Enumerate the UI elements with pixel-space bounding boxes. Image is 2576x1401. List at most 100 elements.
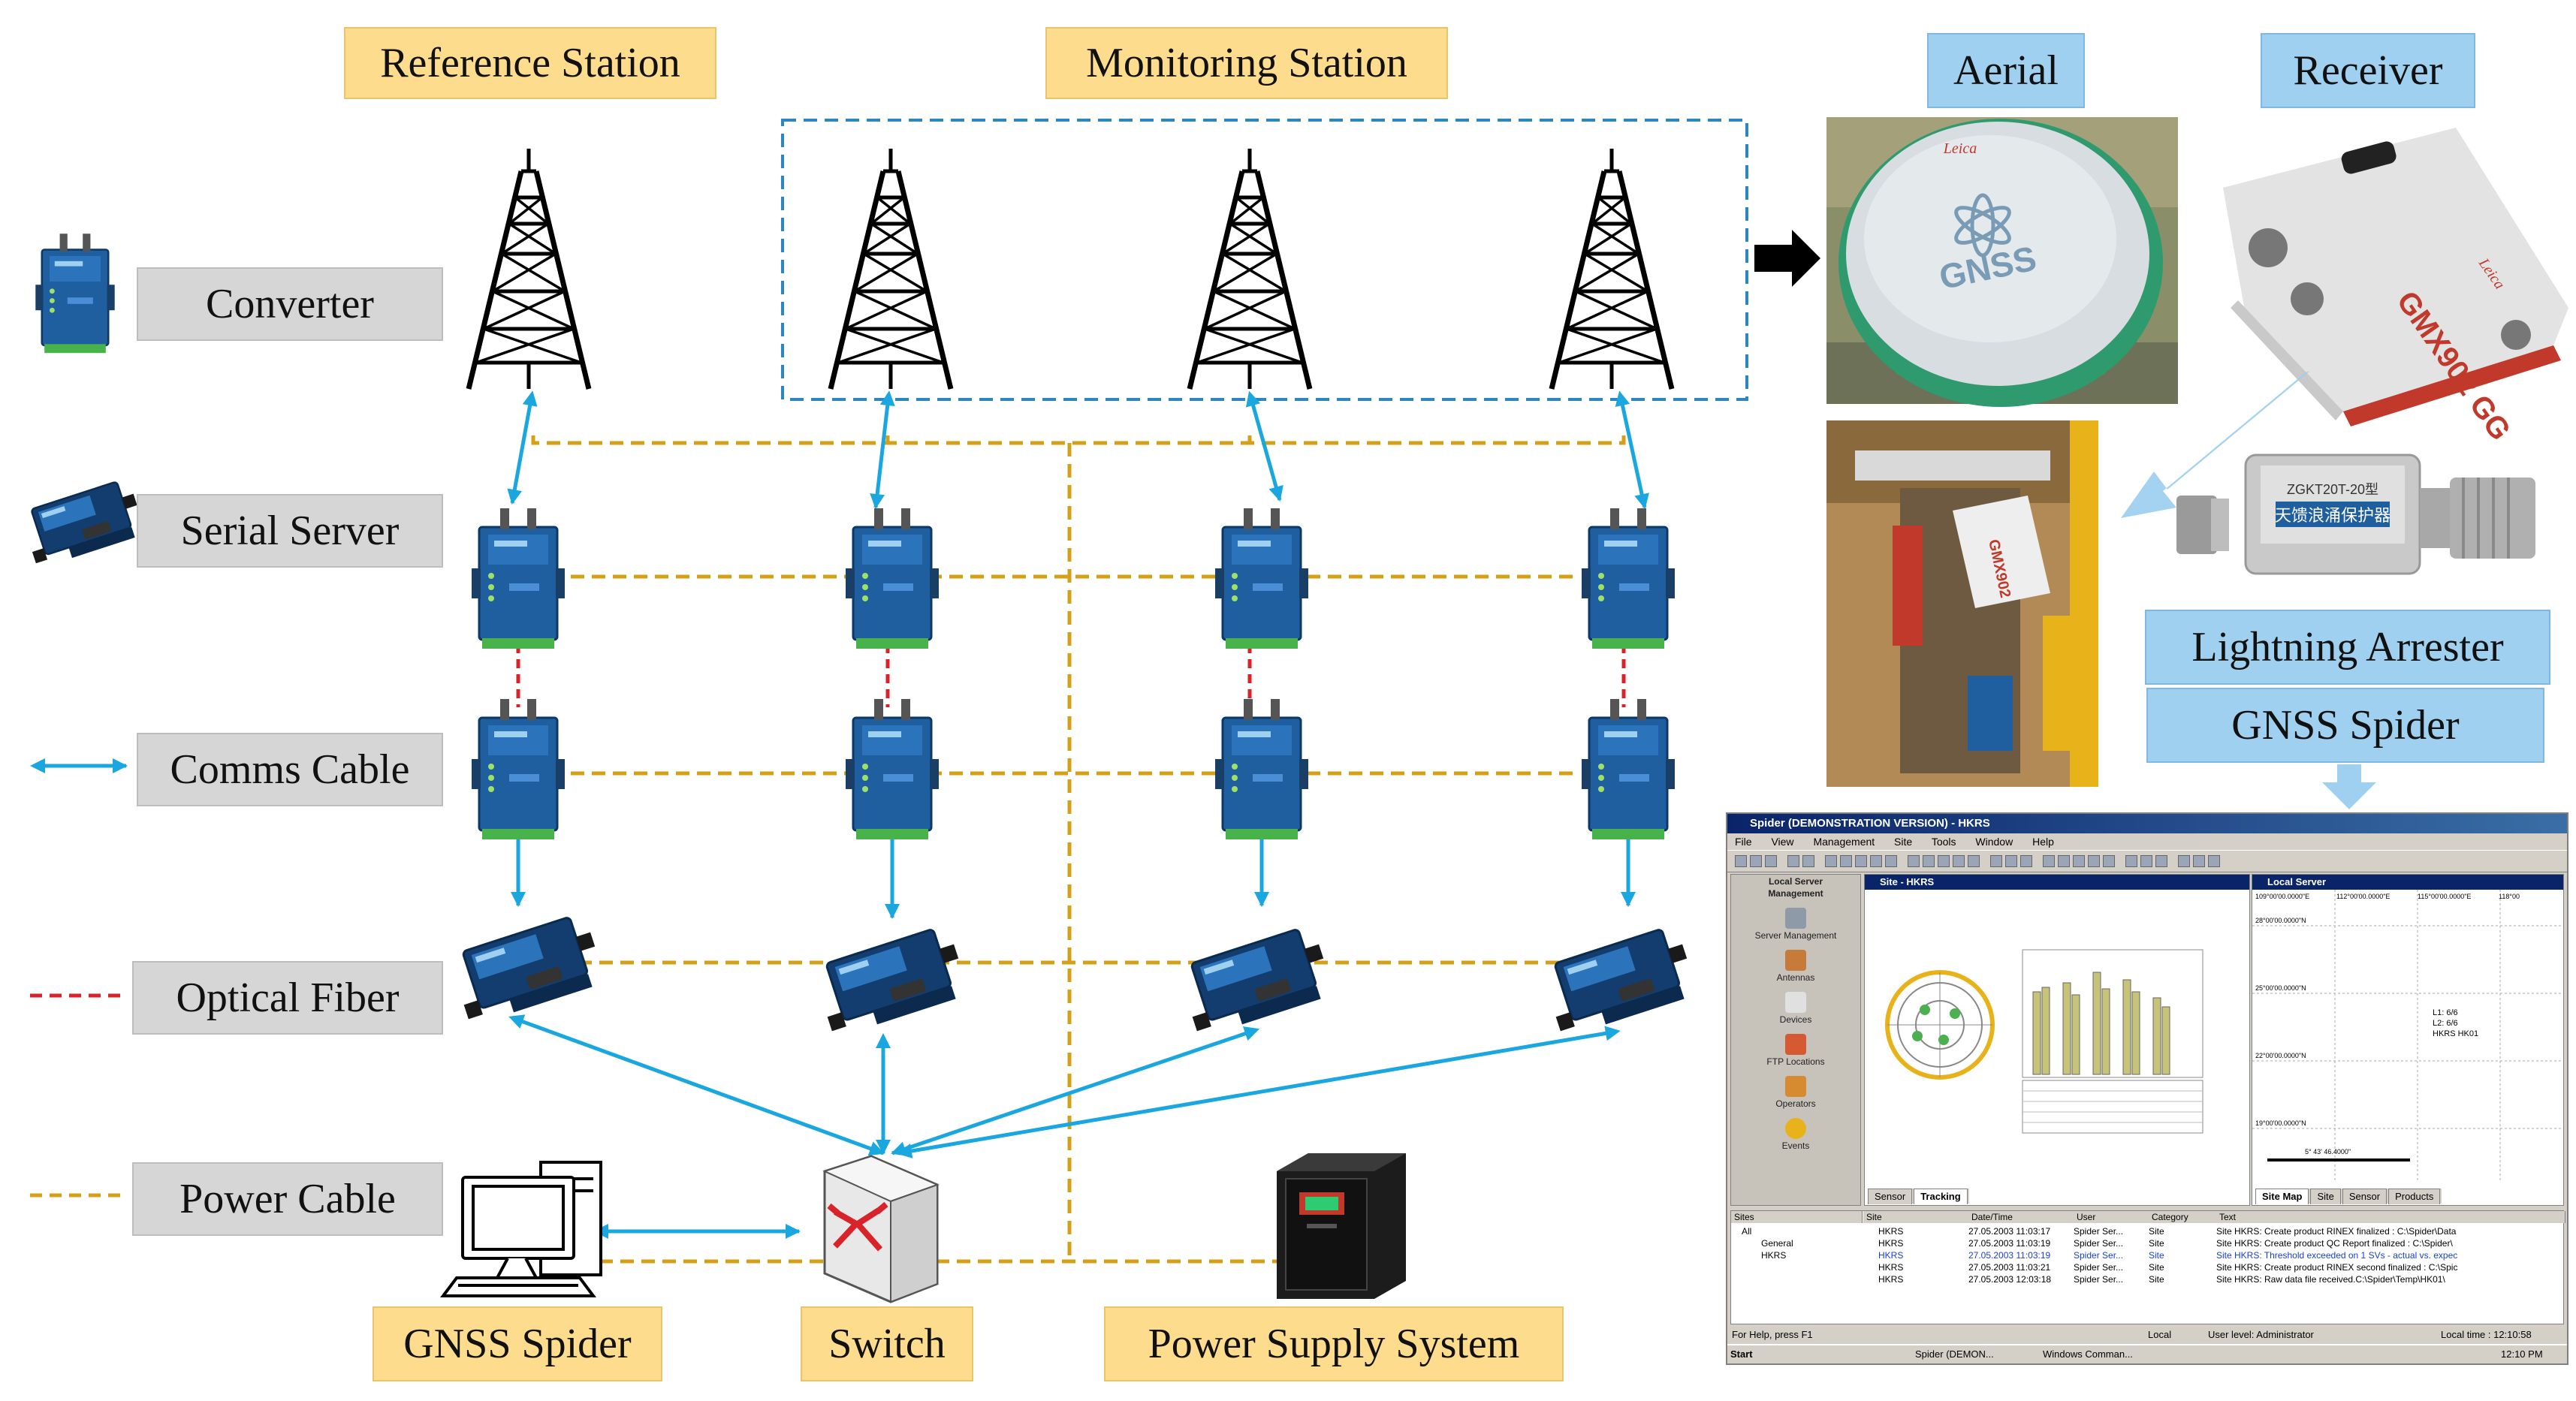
col-site[interactable]: Site <box>1863 1211 1969 1223</box>
spider-toolbar <box>1727 850 2567 872</box>
legend-converter-label: Converter <box>137 267 443 341</box>
toolbar-button[interactable] <box>1802 855 1814 867</box>
devices-icon[interactable] <box>1785 992 1806 1013</box>
arrester-code-text: ZGKT20T-20型 <box>2287 482 2378 497</box>
col-datetime[interactable]: Date/Time <box>1968 1211 2074 1223</box>
row-text: Site HKRS: Create product RINEX finalize… <box>2216 1226 2457 1237</box>
left-item-server-management[interactable]: Server Management <box>1754 930 1837 941</box>
toolbar-button[interactable] <box>1825 855 1837 867</box>
tab-sensor-server[interactable]: Sensor <box>2342 1189 2387 1204</box>
menu-site[interactable]: Site <box>1894 836 1913 848</box>
left-item-ftp[interactable]: FTP Locations <box>1766 1056 1825 1067</box>
toolbar-button[interactable] <box>1968 855 1980 867</box>
col-text[interactable]: Text <box>2216 1211 2565 1223</box>
arrow-to-aerial-icon <box>1754 230 1820 287</box>
toolbar-button[interactable] <box>1735 855 1747 867</box>
row-site[interactable]: HKRS <box>1878 1238 1904 1249</box>
events-icon[interactable] <box>1785 1118 1806 1139</box>
tab-tracking[interactable]: Tracking <box>1914 1189 1968 1204</box>
tab-site[interactable]: Site <box>2310 1189 2341 1204</box>
left-item-operators[interactable]: Operators <box>1775 1098 1816 1109</box>
lightning-arrester-photo: ZGKT20T-20型 天馈浪涌保护器 <box>2176 453 2535 575</box>
tab-site-map[interactable]: Site Map <box>2255 1189 2309 1204</box>
menu-help[interactable]: Help <box>2032 836 2054 848</box>
toolbar-button[interactable] <box>2005 855 2017 867</box>
col-user[interactable]: User <box>2074 1211 2149 1223</box>
row-category: Site <box>2149 1238 2164 1249</box>
menu-management[interactable]: Management <box>1813 836 1875 848</box>
start-button[interactable]: Start <box>1730 1348 1753 1360</box>
toolbar-button[interactable] <box>2103 855 2115 867</box>
ftp-icon[interactable] <box>1785 1034 1806 1055</box>
row-text: Site HKRS: Threshold exceeded on 1 SVs -… <box>2216 1250 2458 1261</box>
toolbar-button[interactable] <box>2155 855 2167 867</box>
col-sites[interactable]: Sites <box>1731 1211 1863 1223</box>
toolbar-button[interactable] <box>2088 855 2100 867</box>
toolbar-button[interactable] <box>1870 855 1882 867</box>
toolbar-button[interactable] <box>2178 855 2190 867</box>
left-item-antennas[interactable]: Antennas <box>1776 972 1815 983</box>
menu-window[interactable]: Window <box>1975 836 2013 848</box>
row-category: Site <box>2149 1262 2164 1273</box>
tab-products[interactable]: Products <box>2388 1189 2441 1204</box>
row-user: Spider Ser... <box>2074 1274 2124 1285</box>
spider-menubar: File View Management Site Tools Window H… <box>1727 833 2567 850</box>
status-user: User level: Administrator <box>2208 1329 2314 1340</box>
taskbar-item-spider[interactable]: Spider (DEMON... <box>1915 1348 1994 1360</box>
reference-tower-icon <box>469 149 589 389</box>
toolbar-button[interactable] <box>1750 855 1762 867</box>
legend-serial-server-icon <box>18 477 148 571</box>
switch-label: Switch <box>801 1306 973 1381</box>
row-site[interactable]: HKRS <box>1878 1274 1904 1285</box>
tree-all[interactable]: All <box>1742 1226 1752 1237</box>
left-item-devices[interactable]: Devices <box>1779 1014 1812 1025</box>
taskbar-item-cmd[interactable]: Windows Comman... <box>2043 1348 2133 1360</box>
taskbar-clock: 12:10 PM <box>2501 1348 2543 1360</box>
toolbar-button[interactable] <box>2125 855 2137 867</box>
menu-file[interactable]: File <box>1735 836 1752 848</box>
tree-hkrs[interactable]: HKRS <box>1761 1250 1787 1261</box>
toolbar-button[interactable] <box>1953 855 1965 867</box>
row-site[interactable]: HKRS <box>1878 1262 1904 1273</box>
antennas-icon[interactable] <box>1785 950 1806 971</box>
tab-sensor[interactable]: Sensor <box>1868 1189 1913 1204</box>
toolbar-button[interactable] <box>1908 855 1920 867</box>
row-site[interactable]: HKRS <box>1878 1226 1904 1237</box>
toolbar-button[interactable] <box>1765 855 1777 867</box>
site-window-title: Site - HKRS <box>1865 875 2249 890</box>
toolbar-button[interactable] <box>1855 855 1867 867</box>
converter-icon <box>1580 697 1676 841</box>
toolbar-button[interactable] <box>2140 855 2152 867</box>
row-site[interactable]: HKRS <box>1878 1250 1904 1261</box>
status-time: Local time : 12:10:58 <box>2441 1329 2532 1340</box>
toolbar-button[interactable] <box>2058 855 2070 867</box>
local-server-window: Local Server 109°00'00.0000"E 112°00'00.… <box>2252 874 2564 1206</box>
converter-icon <box>1580 507 1676 650</box>
toolbar-button[interactable] <box>2020 855 2032 867</box>
toolbar-button[interactable] <box>2208 855 2220 867</box>
toolbar-button[interactable] <box>1885 855 1897 867</box>
switch-icon <box>822 1155 940 1303</box>
toolbar-button[interactable] <box>1923 855 1935 867</box>
menu-view[interactable]: View <box>1771 836 1794 848</box>
lightning-arrester-label: Lightning Arrester <box>2145 610 2550 685</box>
toolbar-button[interactable] <box>2073 855 2085 867</box>
monitoring-tower-3-icon <box>1552 149 1672 389</box>
col-category[interactable]: Category <box>2149 1211 2217 1223</box>
toolbar-button[interactable] <box>1787 855 1799 867</box>
tree-general[interactable]: General <box>1761 1238 1793 1249</box>
toolbar-button[interactable] <box>2043 855 2055 867</box>
toolbar-button[interactable] <box>1990 855 2002 867</box>
server-management-icon[interactable] <box>1785 908 1806 929</box>
left-item-events[interactable]: Events <box>1781 1140 1810 1151</box>
operators-icon[interactable] <box>1785 1076 1806 1097</box>
toolbar-button[interactable] <box>1840 855 1852 867</box>
toolbar-button[interactable] <box>1938 855 1950 867</box>
menu-tools[interactable]: Tools <box>1931 836 1956 848</box>
reference-station-label: Reference Station <box>344 27 716 99</box>
toolbar-button[interactable] <box>2193 855 2205 867</box>
spider-left-pane: Local Server Management Server Managemen… <box>1730 874 1861 1206</box>
row-user: Spider Ser... <box>2074 1238 2124 1249</box>
row-text: Site HKRS: Raw data file received.C:\Spi… <box>2216 1274 2445 1285</box>
